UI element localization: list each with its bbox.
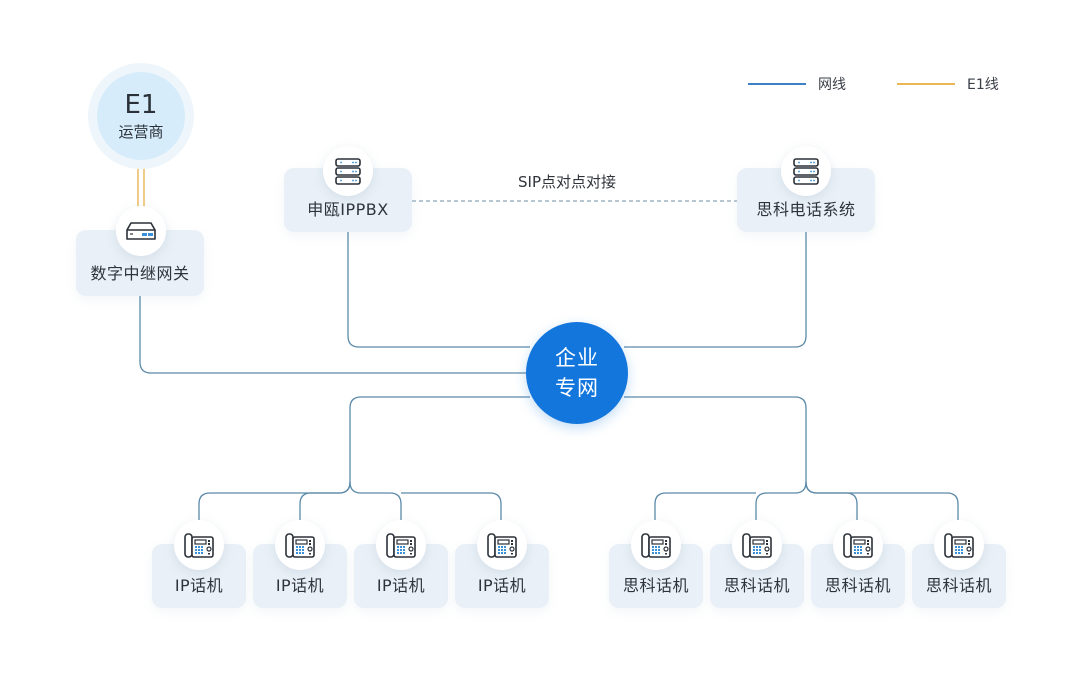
ippbx-label: 申瓯IPPBX (307, 200, 389, 219)
server-icon (323, 146, 373, 196)
cisco-phone-label: 思科话机 (723, 576, 790, 595)
left-branch-2-line (299, 481, 351, 520)
desk-phone-icon (376, 520, 426, 570)
desk-phone-icon (833, 520, 883, 570)
gateway-to-hub-line (139, 296, 530, 374)
hub-to-right-branch-line (624, 396, 959, 520)
left-branch-4-line (401, 492, 502, 520)
cisco-phone-label: 思科话机 (925, 576, 992, 595)
cisco-phone-label: 思科话机 (824, 576, 891, 595)
carrier-subtitle: 运营商 (118, 122, 164, 141)
sip-link-label: SIP点对点对接 (518, 173, 616, 191)
ippbx-to-hub-line (347, 232, 530, 348)
desk-phone-icon (174, 520, 224, 570)
cisco-system-to-hub-line (624, 232, 807, 348)
desk-phone-icon (631, 520, 681, 570)
server-icon (781, 146, 831, 196)
ip-phone-label: IP话机 (376, 576, 426, 595)
legend-label: E1线 (967, 77, 999, 93)
right-branch-2-line (755, 481, 807, 520)
legend-network-line: 网线 (748, 74, 846, 94)
desk-phone-icon (732, 520, 782, 570)
carrier-title: E1 (124, 89, 158, 120)
network-line-swatch (748, 83, 806, 85)
right-branch-1-line (654, 492, 756, 520)
hub-line1: 企业 (555, 346, 599, 370)
e1-line-swatch (897, 83, 955, 85)
legend-e1-line: E1线 (897, 74, 999, 94)
hub-line2: 专网 (555, 376, 599, 400)
gateway-label: 数字中继网关 (90, 264, 190, 283)
ip-phone-label: IP话机 (174, 576, 224, 595)
legend-label: 网线 (818, 77, 846, 93)
desk-phone-icon (477, 520, 527, 570)
enterprise-network-hub: 企业 专网 (526, 322, 628, 424)
ip-phone-label: IP话机 (275, 576, 325, 595)
gateway-device-icon (116, 206, 166, 256)
carrier-node: E1 运营商 (97, 72, 185, 160)
cisco-phone-label: 思科话机 (622, 576, 689, 595)
desk-phone-icon (275, 520, 325, 570)
desk-phone-icon (934, 520, 984, 570)
hub-to-left-branch-line (198, 396, 530, 520)
cisco-system-label: 思科电话系统 (756, 200, 856, 219)
left-branch-3-line (349, 481, 402, 520)
ip-phone-label: IP话机 (477, 576, 527, 595)
right-branch-3-line (805, 481, 858, 520)
